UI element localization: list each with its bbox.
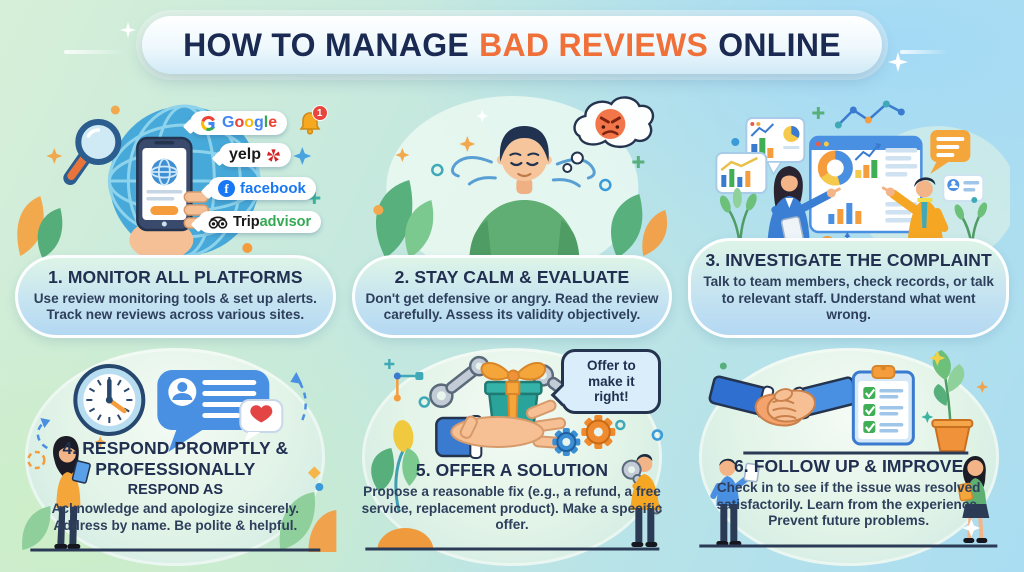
- man-with-wrench: [621, 453, 662, 547]
- title-banner: HOW TO MANAGE BAD REVIEWS ONLINE: [142, 16, 882, 74]
- mini-chart-window-2: [715, 152, 768, 194]
- man-figure: [710, 458, 761, 546]
- step-4-text: 4. RESPOND PROMPTLY & PROFESSIONALLY RES…: [24, 438, 327, 534]
- sparkle-streak: [64, 50, 124, 54]
- solution-scene: [364, 355, 663, 551]
- dashed-arrow-decoration: [27, 372, 307, 470]
- step-5-body: Propose a reasonable fix (e.g., a refund…: [361, 484, 663, 533]
- step-6-heading: 6. FOLLOW UP & IMPROVE: [733, 456, 964, 476]
- stay-calm-scene: [372, 96, 667, 258]
- step-5-text: 5. OFFER A SOLUTION Propose a reasonable…: [361, 460, 664, 534]
- step-3-heading: 3. INVESTIGATE THE COMPLAINT: [705, 250, 992, 271]
- mini-chart-window: [745, 117, 806, 176]
- steps-grid: Google 1 yelp: [14, 86, 1010, 572]
- google-icon: [201, 115, 215, 131]
- step-5-panel: Offer to make it right! 5. OFFER A SOLUT…: [351, 344, 674, 572]
- step-4-body: Acknowledge and apologize sincerely. Add…: [51, 501, 300, 533]
- step-6-panel: 6. FOLLOW UP & IMPROVE Check in to see i…: [687, 344, 1010, 572]
- respond-scene: [22, 364, 337, 552]
- notification-count-badge: 1: [311, 105, 328, 121]
- monitor-illustration: Google 1 yelp: [14, 86, 337, 258]
- gear-icon: [580, 415, 615, 449]
- handshake-icon: [708, 375, 859, 427]
- title-suffix: ONLINE: [718, 26, 841, 63]
- step-4-subheading: RESPOND AS: [127, 482, 223, 498]
- step-1-body: Use review monitoring tools & set up ale…: [33, 290, 317, 323]
- heart-bubble-icon: [239, 399, 284, 442]
- step-3-text-pill: 3. INVESTIGATE THE COMPLAINT Talk to tea…: [688, 238, 1009, 338]
- tripadvisor-label: Tripadvisor: [233, 214, 312, 230]
- id-card-icon: [942, 174, 985, 202]
- step-4-panel: 4. RESPOND PROMPTLY & PROFESSIONALLY RES…: [14, 344, 337, 572]
- dashboard-illustration: [809, 135, 923, 234]
- gear-icon: [551, 428, 580, 456]
- yelp-icon: [266, 148, 281, 162]
- speech-bubble-icon: [930, 130, 971, 174]
- investigate-scene: [715, 100, 1010, 258]
- step-2-heading: 2. STAY CALM & EVALUATE: [394, 266, 630, 287]
- git-graph-decoration: [383, 359, 423, 402]
- wrench-icon: [428, 355, 490, 408]
- facebook-icon: f: [218, 180, 235, 197]
- google-label: Google: [222, 114, 278, 131]
- sparkle-streak: [900, 50, 948, 54]
- facebook-review-badge: f facebook: [208, 177, 316, 200]
- step-1-text-pill: 1. MONITOR ALL PLATFORMS Use review moni…: [15, 254, 336, 338]
- step-1-heading: 1. MONITOR ALL PLATFORMS: [48, 266, 303, 287]
- sparkle-icon: [120, 22, 136, 38]
- calm-person-illustration: [468, 126, 579, 258]
- magnifier-icon: [63, 119, 122, 185]
- breeze-lines: [450, 156, 596, 188]
- step-3-body: Talk to team members, check records, or …: [703, 274, 994, 323]
- title-highlight: BAD REVIEWS: [479, 26, 709, 63]
- sparkle-icon: [888, 52, 908, 72]
- step-2-panel: 2. STAY CALM & EVALUATE Don't get defens…: [351, 86, 674, 344]
- yelp-label: yelp: [229, 146, 262, 163]
- notification-bell-icon: 1: [297, 105, 328, 136]
- woman-figure: [957, 456, 990, 543]
- yelp-review-badge: yelp: [219, 143, 292, 167]
- angry-emoji-icon: [594, 109, 625, 139]
- step-6-text: 6. FOLLOW UP & IMPROVE Check in to see i…: [697, 456, 1000, 530]
- google-review-badge: Google: [190, 111, 288, 135]
- checklist-clipboard-icon: [852, 365, 916, 446]
- step-2-text-pill: 2. STAY CALM & EVALUATE Don't get defens…: [351, 254, 673, 338]
- woman-with-tablet: [53, 436, 91, 549]
- angry-thought-bubble: [561, 96, 654, 173]
- follow-up-scene: [699, 350, 998, 548]
- title-prefix: HOW TO MANAGE: [183, 26, 470, 63]
- step-5-heading: 5. OFFER A SOLUTION: [415, 460, 609, 480]
- step-1-panel: Google 1 yelp: [14, 86, 337, 344]
- man-presenter: [882, 177, 949, 258]
- facebook-label: facebook: [240, 180, 306, 197]
- step-6-body: Check in to see if the issue was resolve…: [716, 480, 981, 529]
- tripadvisor-owl-icon: [208, 215, 228, 229]
- step-4-heading: 4. RESPOND PROMPTLY & PROFESSIONALLY: [62, 438, 289, 479]
- clock-icon: [73, 364, 146, 436]
- stay-calm-illustration: [351, 86, 674, 258]
- offer-speech-bubble: Offer to make it right!: [561, 349, 662, 414]
- step-2-body: Don't get defensive or angry. Read the r…: [365, 290, 659, 323]
- tripadvisor-review-badge: Tripadvisor: [198, 211, 322, 233]
- hand-holding-phone: [129, 136, 210, 258]
- step-3-panel: 3. INVESTIGATE THE COMPLAINT Talk to tea…: [687, 86, 1010, 344]
- plant-decoration: [370, 420, 433, 550]
- investigate-illustration: [687, 86, 1010, 258]
- potted-plant-icon: [931, 350, 974, 452]
